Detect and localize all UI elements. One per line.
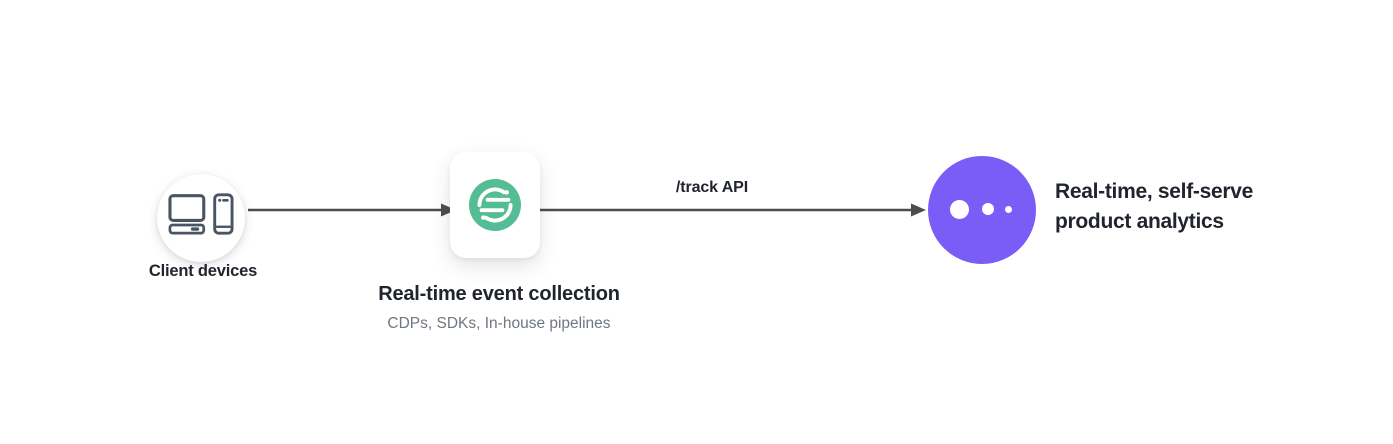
event-collection-title: Real-time event collection bbox=[378, 283, 620, 305]
analytics-dot-large bbox=[949, 199, 969, 219]
event-collection-subtitle: CDPs, SDKs, In-house pipelines bbox=[387, 315, 611, 332]
event-collection-card bbox=[450, 152, 540, 258]
client-devices-label: Client devices bbox=[148, 262, 258, 280]
three-dots-analytics-logo-icon bbox=[928, 156, 1036, 264]
product-analytics-label: Real-time, self-serve product analytics bbox=[1055, 177, 1253, 237]
segment-logo-icon bbox=[469, 179, 521, 231]
desktop-and-phone-icon bbox=[168, 193, 234, 235]
arrow-collection-to-analytics bbox=[540, 203, 926, 217]
client-devices-badge bbox=[157, 174, 245, 262]
arrow-client-to-collection bbox=[248, 203, 456, 217]
track-api-edge-label: /track API bbox=[675, 179, 749, 196]
product-analytics-label-line2: product analytics bbox=[1055, 210, 1224, 233]
analytics-dot-small bbox=[1005, 205, 1012, 213]
product-analytics-label-line1: Real-time, self-serve bbox=[1055, 180, 1253, 203]
analytics-dot-medium bbox=[982, 203, 994, 215]
event-collection-text: Real-time event collection CDPs, SDKs, I… bbox=[338, 283, 660, 333]
